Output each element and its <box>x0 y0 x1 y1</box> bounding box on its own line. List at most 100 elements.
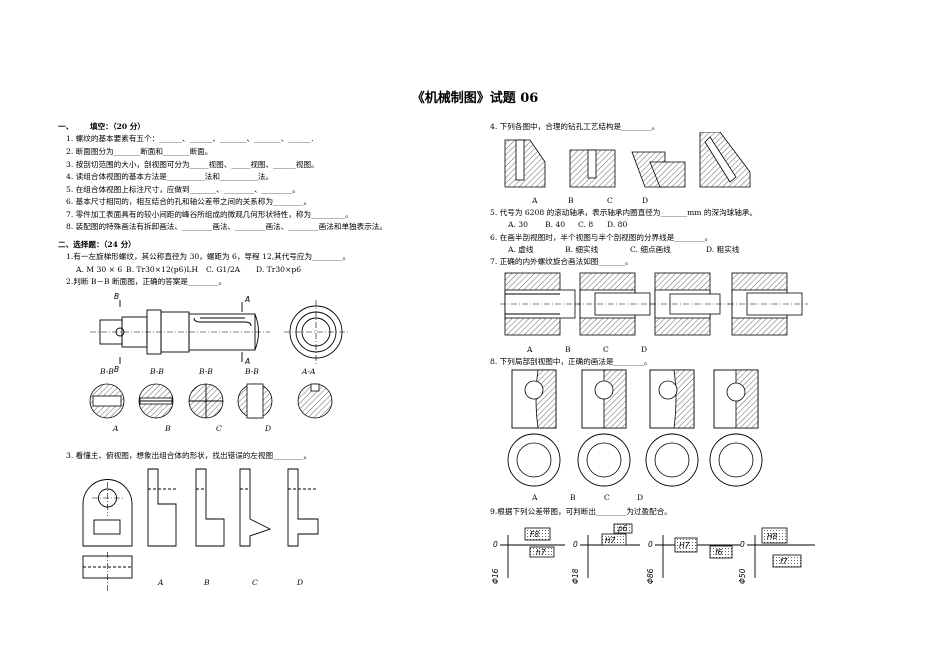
left-view-b <box>195 468 225 547</box>
svg-text:F8: F8 <box>530 530 539 539</box>
choice-question-3: 3. 看懂主、俯视图，想象出组合体的形状，找出错误的左视图________。 <box>66 451 312 460</box>
fill-question-6: 6. 基本尺寸相同的，相互结合的孔和轴公差带之间的关系称为________。 <box>66 197 312 206</box>
q4-label-d: D <box>642 196 649 205</box>
left-view-d <box>287 468 319 547</box>
section-views <box>89 383 333 419</box>
thread-b <box>575 272 655 336</box>
shaft-drawing: B B A A <box>90 292 348 372</box>
fill-question-4: 4. 读组合体视图的基本方法是__________法和__________法。 <box>66 172 274 181</box>
q7-label-a: A <box>527 345 533 354</box>
svg-text:0: 0 <box>493 540 498 549</box>
section-answer-c: C <box>216 424 222 433</box>
fill-question-3: 3. 按剖切范围的大小，剖视图可分为_____视图、_____视图、______… <box>66 160 319 169</box>
q6-option-b: B. 细实线 <box>565 245 599 254</box>
q7-label-c: C <box>603 345 609 354</box>
section-d <box>237 383 273 419</box>
fill-question-1: 1. 螺纹的基本要素有五个：______、______、_______、____… <box>66 134 314 143</box>
q6-option-c: C. 细点画线 <box>630 245 671 254</box>
choice-question-7: 7. 正确的内外螺纹旋合画法如图_______。 <box>490 257 633 266</box>
q5-option-b: B. 40 <box>545 220 566 229</box>
svg-text:H8: H8 <box>767 532 778 541</box>
thread-drawings <box>500 272 808 336</box>
page-title: 《机械制图》试题 06 <box>411 91 539 106</box>
fill-question-2: 2. 断面图分为_______断面和_______断面。 <box>66 147 213 156</box>
part2-heading: 二、选择题：（24 分） <box>58 240 136 249</box>
tolerance-3: 0 H7 f6 Φ86 <box>646 535 740 584</box>
section-label-1: B-B <box>100 367 114 376</box>
q7-label-b: B <box>565 345 571 354</box>
section-label-5: A-A <box>302 367 316 376</box>
left-view-c <box>239 468 272 547</box>
svg-text:0: 0 <box>740 540 745 549</box>
q8-label-a: A <box>532 493 538 502</box>
thread-a <box>500 272 580 336</box>
front-view <box>82 479 133 547</box>
choice-question-1: 1.有一左旋梯形螺纹，其公称直径为 30，螺距为 6，导程 12,其代号应为__… <box>66 252 351 261</box>
svg-text:h7: h7 <box>536 548 546 557</box>
section-answer-b: B <box>165 424 171 433</box>
assembly-views <box>82 468 319 592</box>
tolerance-2: 0 H7 p6 Φ18 <box>571 523 640 584</box>
q8-label-c: C <box>604 493 610 502</box>
svg-text:0: 0 <box>648 540 653 549</box>
svg-text:0: 0 <box>573 540 578 549</box>
fill-question-7: 7. 零件加工表面具有的较小间距的峰谷所组成的微观几何形状特性，称为______… <box>66 210 353 219</box>
q4-label-a: A <box>532 196 538 205</box>
tolerance-1: 0 F8 h7 Φ16 <box>491 527 565 584</box>
section-c <box>188 383 224 419</box>
section-answer-a: A <box>113 424 119 433</box>
svg-text:Φ16: Φ16 <box>491 568 500 584</box>
thread-c <box>650 272 730 336</box>
choice-question-4: 4. 下列各图中，合理的钻孔工艺结构是________。 <box>490 122 660 131</box>
top-view <box>82 552 133 592</box>
section-answer-d: D <box>265 424 272 433</box>
local-a <box>507 369 561 487</box>
thread-d <box>728 272 808 336</box>
q1-option-a: A. M 30 × 6 <box>76 265 123 274</box>
q5-option-c: C. 8 <box>578 220 594 229</box>
section-b <box>138 383 174 419</box>
local-section-drawings <box>507 369 763 487</box>
q3-label-b: B <box>204 578 210 587</box>
fill-question-8: 8. 装配图的特殊画法有拆卸画法、________画法、________画法、_… <box>66 222 387 231</box>
choice-question-5: 5. 代号为 6208 的滚动轴承，表示轴承内圈直径为_______mm 的深沟… <box>490 208 758 217</box>
q3-label-d: D <box>297 578 304 587</box>
q8-label-d: D <box>637 493 644 502</box>
choice-question-6: 6. 在画半剖视图时，半个视图与半个剖视图的分界线是________。 <box>490 233 713 242</box>
q5-option-a: A. 30 <box>508 220 528 229</box>
part1-heading-number: 一、 <box>58 122 74 131</box>
svg-text:f6: f6 <box>715 548 723 557</box>
svg-text:Φ50: Φ50 <box>738 568 747 584</box>
q3-label-c: C <box>252 578 258 587</box>
svg-text:Φ18: Φ18 <box>571 568 580 584</box>
svg-text:Φ86: Φ86 <box>646 568 655 584</box>
svg-text:f7: f7 <box>780 557 788 566</box>
section-label-2: B-B <box>150 367 164 376</box>
section-label-3: B-B <box>199 367 213 376</box>
choice-question-9: 9.根据下列公差带图，可判断出________为过盈配合。 <box>490 507 672 516</box>
fill-question-5: 5. 在组合体视图上标注尺寸，应做到_______、________、_____… <box>66 185 300 194</box>
local-c <box>645 369 699 487</box>
section-mark-b-bottom: B <box>114 365 119 372</box>
svg-text:H7: H7 <box>605 536 616 545</box>
q3-label-a: A <box>158 578 164 587</box>
section-label-4: B-B <box>245 367 259 376</box>
q5-option-d: D. 80 <box>607 220 628 229</box>
choice-question-8: 8. 下列局部剖视图中，正确的画法是________。 <box>490 357 652 366</box>
section-mark-b-top: B <box>114 292 119 301</box>
q1-option-d: D. Tr30×p6 <box>256 265 302 274</box>
svg-text:p6: p6 <box>617 524 628 533</box>
q4-label-c: C <box>607 196 613 205</box>
q8-label-b: B <box>570 493 576 502</box>
q6-option-d: D. 粗实线 <box>706 245 740 254</box>
local-d <box>709 369 763 487</box>
section-a <box>89 383 125 419</box>
choice-question-2: 2.判断 B－B 断面图，正确的答案是________。 <box>66 277 226 286</box>
q7-label-d: D <box>641 345 648 354</box>
local-b <box>577 369 631 487</box>
section-aa <box>297 383 333 419</box>
q4-label-b: B <box>568 196 574 205</box>
q6-option-a: A. 虚线 <box>508 245 534 254</box>
part1-heading: 填空：（20 分） <box>90 122 145 131</box>
tolerance-diagrams: 0 F8 h7 Φ16 0 H7 p6 Φ18 0 H7 f6 Φ86 0 H8… <box>491 523 815 584</box>
